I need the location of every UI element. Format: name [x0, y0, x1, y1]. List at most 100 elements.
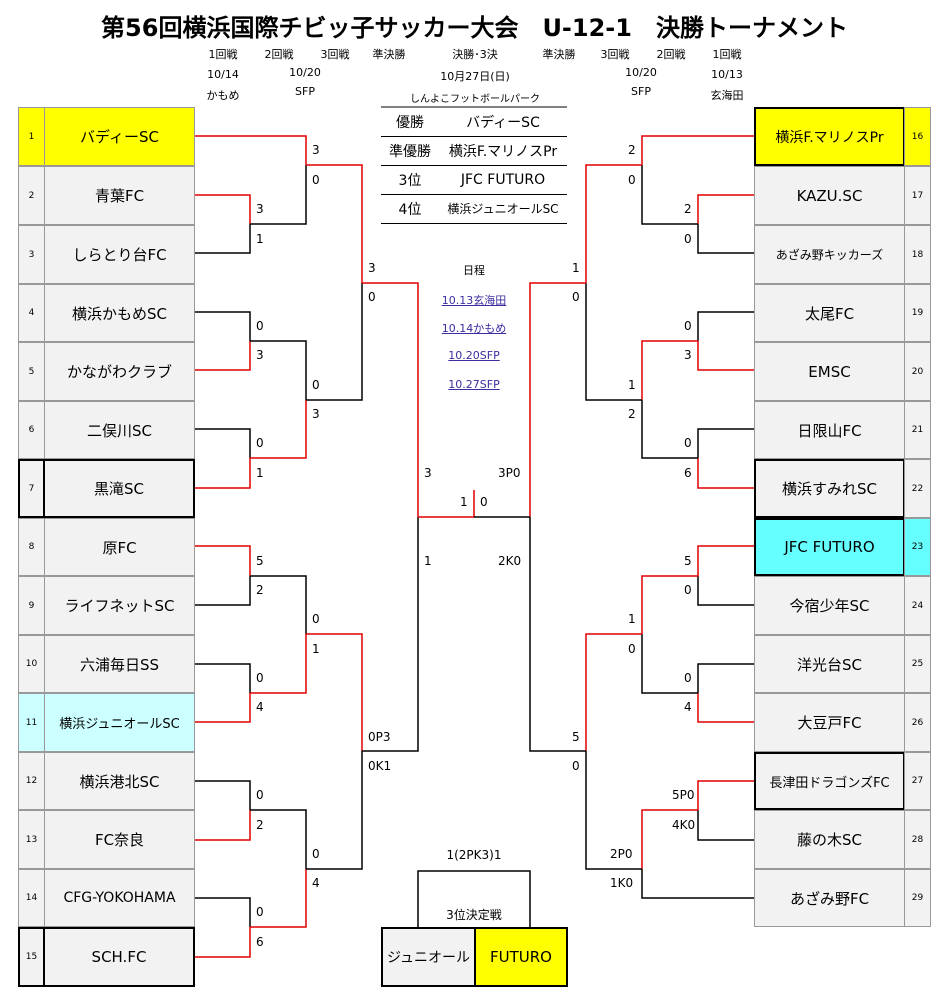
- score: 2: [684, 202, 692, 216]
- line: [306, 283, 363, 401]
- team-name: KAZU.SC: [754, 166, 905, 225]
- team-name: 横浜すみれSC: [754, 459, 905, 518]
- score: 1: [312, 642, 320, 656]
- score: 3: [684, 348, 692, 362]
- line: [697, 693, 754, 723]
- score: 0K1: [368, 759, 392, 773]
- line: [641, 340, 698, 400]
- line: [697, 576, 754, 606]
- score: 5: [572, 730, 580, 744]
- line: [529, 517, 586, 752]
- line: [641, 165, 698, 225]
- team-num: 16: [904, 107, 931, 166]
- line: [195, 341, 251, 371]
- team-num: 14: [18, 869, 45, 927]
- team-num: 9: [18, 576, 45, 635]
- team-num: 24: [904, 576, 931, 635]
- score: 5P0: [672, 788, 695, 802]
- score: 4K0: [672, 818, 696, 832]
- third-place-score: 1(2PK3)1: [446, 848, 502, 862]
- line: [641, 400, 698, 459]
- line: [697, 780, 754, 810]
- team-name: 横浜かもめSC: [44, 284, 195, 342]
- score: 2: [628, 143, 636, 157]
- schedule-title: 日程: [463, 264, 485, 277]
- score: 0: [684, 232, 692, 246]
- line: [195, 927, 251, 958]
- line: [585, 283, 642, 401]
- line: [306, 633, 363, 751]
- team-num: 29: [904, 869, 931, 927]
- team-num: 18: [904, 225, 931, 284]
- score: 6: [684, 466, 692, 480]
- team-name: あざみ野キッカーズ: [754, 225, 905, 284]
- score: 1: [424, 554, 432, 568]
- score: 3: [312, 143, 320, 157]
- schedule-link-1027[interactable]: 10.27SFP: [448, 378, 500, 391]
- line: [306, 751, 363, 870]
- score: 0: [312, 847, 320, 861]
- score: 3: [256, 202, 264, 216]
- line: [585, 164, 642, 283]
- score: 0: [368, 290, 376, 304]
- header-right-r3: 3回戦: [600, 48, 630, 61]
- team-num: 6: [18, 401, 45, 459]
- third-place-team-right: FUTURO: [474, 927, 568, 987]
- team-num: 5: [18, 342, 45, 401]
- team-name: 横浜港北SC: [44, 752, 195, 810]
- third-place-team-left: ジュニオール: [381, 927, 476, 987]
- score: 1K0: [610, 876, 634, 890]
- team-num: 4: [18, 284, 45, 342]
- line: [195, 780, 251, 810]
- result-row-fourth: 4位横浜ジュニオールSC: [381, 194, 567, 224]
- score: 1: [628, 378, 636, 392]
- team-num: 11: [18, 693, 45, 752]
- team-name: 太尾FC: [754, 284, 905, 342]
- line: [195, 458, 251, 489]
- line: [195, 693, 251, 723]
- team-num: 28: [904, 810, 931, 869]
- score: 0: [256, 319, 264, 333]
- team-num: 19: [904, 284, 931, 342]
- score: 2: [256, 583, 264, 597]
- schedule-link-1014[interactable]: 10.14かもめ: [441, 322, 507, 335]
- team-name: あざみ野FC: [754, 869, 905, 927]
- score: 3: [256, 348, 264, 362]
- team-name: SCH.FC: [43, 927, 195, 987]
- score: 0P3: [368, 730, 391, 744]
- score: 3: [368, 261, 376, 275]
- score: 4: [256, 700, 264, 714]
- score: 0: [256, 788, 264, 802]
- header-right-r2: 2回戦: [656, 48, 686, 61]
- score: 0: [684, 436, 692, 450]
- score: 5: [684, 554, 692, 568]
- score: 2P0: [610, 847, 633, 861]
- score: 1: [572, 261, 580, 275]
- schedule-link-1013[interactable]: 10.13玄海田: [441, 294, 507, 307]
- third-place-label: 3位決定戦: [446, 908, 502, 922]
- line: [362, 282, 419, 517]
- team-name: 六浦毎日SS: [44, 635, 195, 693]
- score: 2: [628, 407, 636, 421]
- score: 4: [312, 876, 320, 890]
- team-name: 日限山FC: [754, 401, 905, 459]
- score: 5: [256, 554, 264, 568]
- line: [195, 810, 251, 841]
- team-name: 二俣川SC: [44, 401, 195, 459]
- team-name: 藤の木SC: [754, 810, 905, 869]
- score: 0: [256, 671, 264, 685]
- team-name: かながわクラブ: [44, 342, 195, 401]
- line: [250, 400, 307, 459]
- team-num: 7: [18, 459, 45, 518]
- score: 3: [424, 466, 432, 480]
- result-row-champion: 優勝バディーSC: [381, 107, 567, 137]
- line: [585, 751, 642, 870]
- score: 3: [312, 407, 320, 421]
- schedule-link-1020[interactable]: 10.20SFP: [448, 349, 500, 362]
- team-name: 今宿少年SC: [754, 576, 905, 635]
- team-num: 13: [18, 810, 45, 869]
- line: [641, 809, 698, 869]
